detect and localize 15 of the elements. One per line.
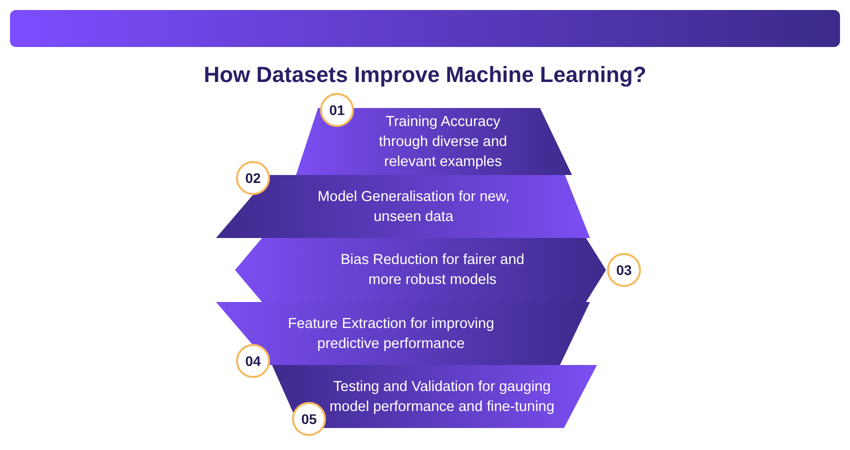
- number-badge: 01: [320, 93, 354, 127]
- band-label: Feature Extraction for improving predictive performance: [286, 314, 496, 354]
- trapezoid-band: [272, 365, 597, 428]
- number-badge: 03: [607, 253, 641, 287]
- number-badge: 04: [236, 344, 270, 378]
- band-label: Bias Reduction for fairer and more robust models: [340, 251, 526, 290]
- trapezoid-band: [235, 238, 606, 302]
- title: How Datasets Improve Machine Learning?: [202, 61, 648, 89]
- band-label: Training Accuracy through diverse and relevant examples: [378, 112, 508, 172]
- band-label: Model Generalisation for new, unseen data: [316, 188, 510, 226]
- number-badge: 05: [292, 402, 326, 436]
- number-badge: 02: [236, 161, 270, 195]
- trapezoid-band: [216, 302, 590, 365]
- band-label: Testing and Validation for gauging model performance and fine-tuning: [328, 378, 556, 416]
- trapezoid-band: [216, 175, 590, 238]
